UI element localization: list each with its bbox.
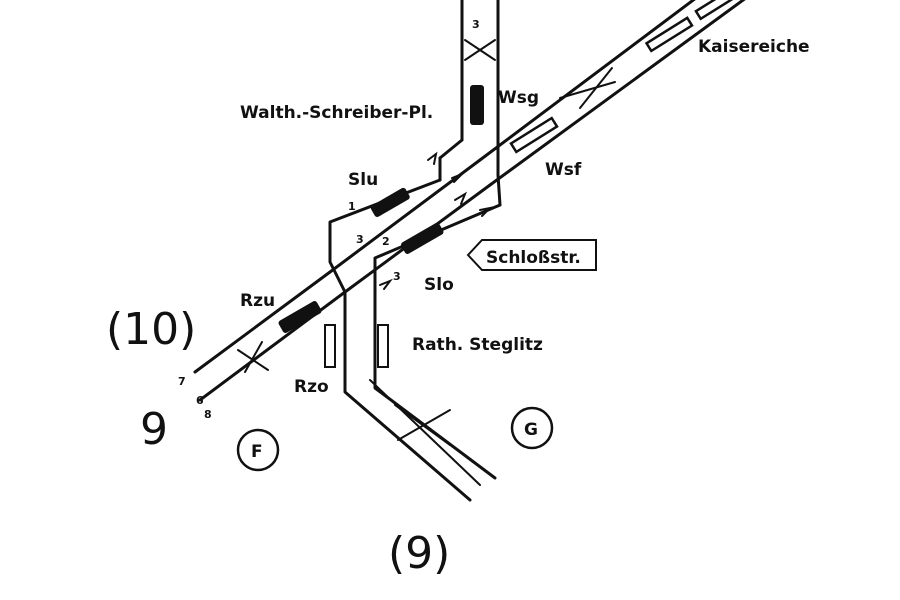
track-number-6: 6	[196, 394, 204, 407]
track-number-3b: 3	[393, 270, 401, 283]
track-number-t3-top: 3	[472, 18, 480, 31]
label-wsg: Wsg	[498, 88, 539, 108]
label-rzu: Rzu	[240, 291, 275, 311]
schlossstr-sign	[466, 239, 597, 271]
label-slo: Slo	[424, 275, 454, 295]
platform-rath-steglitz	[377, 324, 389, 368]
track-number-1: 1	[348, 200, 356, 213]
platform-slu	[370, 187, 410, 217]
platform-wsg	[470, 85, 484, 125]
platform-kaisereiche-1	[644, 16, 694, 53]
circle-g-outline	[510, 406, 554, 450]
label-circle-f: F	[251, 442, 263, 462]
platform-rzo	[324, 324, 336, 368]
label-kaisereiche: Kaisereiche	[698, 37, 810, 57]
label-slu: Slu	[348, 170, 378, 190]
track-number-8: 8	[204, 408, 212, 421]
platform-rzu	[278, 301, 322, 333]
label-schlossstr: Schloßstr.	[486, 248, 581, 268]
label-line-10: (10)	[106, 304, 196, 355]
label-wsf: Wsf	[545, 160, 582, 180]
label-line-9: 9	[140, 404, 168, 455]
label-line-9-paren: (9)	[388, 528, 450, 579]
signal-marks	[379, 151, 494, 290]
track-number-2: 2	[382, 235, 390, 248]
platform-wsf	[509, 116, 559, 154]
vertical-tracks	[438, 0, 502, 207]
track-number-3: 3	[356, 233, 364, 246]
label-circle-g: G	[524, 420, 538, 440]
label-rzo: Rzo	[294, 377, 329, 397]
platforms	[278, 0, 737, 368]
platform-slo	[401, 222, 444, 254]
platform-kaisereiche-2	[694, 0, 737, 21]
circle-f-outline	[236, 428, 280, 472]
track-number-7: 7	[178, 375, 186, 388]
label-rath-steglitz: Rath. Steglitz	[412, 335, 543, 355]
label-walth-schreiber-pl: Walth.-Schreiber-Pl.	[240, 103, 433, 123]
